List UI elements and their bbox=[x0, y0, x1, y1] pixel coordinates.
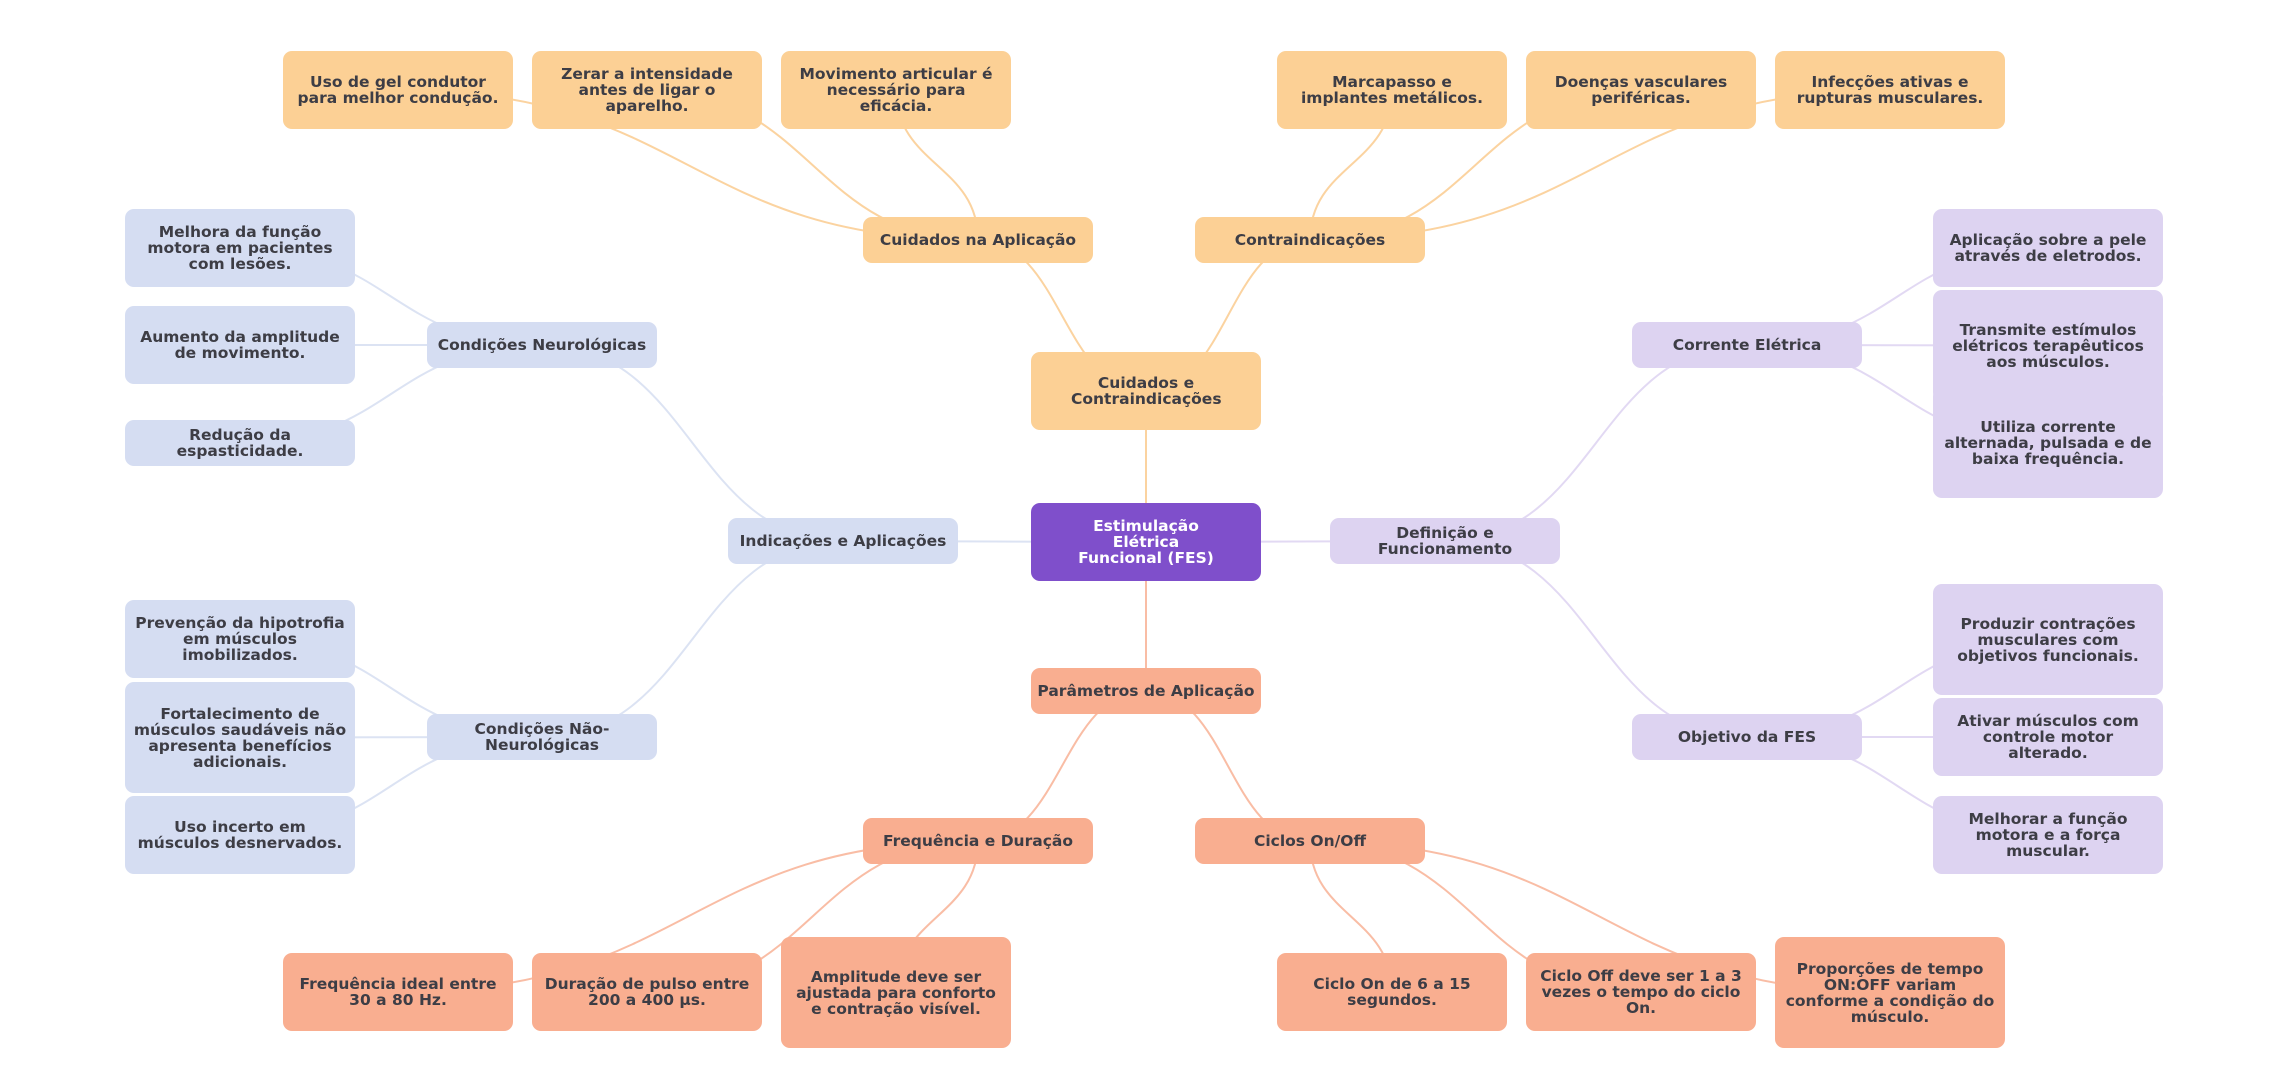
leaf-node[interactable]: Proporções de tempo ON:OFF variam confor… bbox=[1775, 937, 2005, 1048]
leaf-label: Frequência ideal entre 30 a 80 Hz. bbox=[299, 975, 497, 1009]
sub-node-contraindications[interactable]: Contraindicações bbox=[1195, 217, 1425, 263]
leaf-label: Uso incerto em músculos desnervados. bbox=[137, 818, 343, 852]
leaf-node[interactable]: Infecções ativas e rupturas musculares. bbox=[1775, 51, 2005, 129]
leaf-label: Ciclo On de 6 a 15 segundos. bbox=[1313, 975, 1471, 1009]
root-node[interactable]: Estimulação Elétrica Funcional (FES) bbox=[1031, 503, 1261, 581]
branch-node-definition[interactable]: Definição e Funcionamento bbox=[1330, 518, 1560, 564]
sub-label: Frequência e Duração bbox=[883, 832, 1073, 850]
leaf-label: Fortalecimento de músculos saudáveis não… bbox=[133, 704, 347, 771]
leaf-node[interactable]: Prevenção da hipotrofia em músculos imob… bbox=[125, 600, 355, 678]
sub-label: Cuidados na Aplicação bbox=[879, 231, 1077, 249]
leaf-label: Ciclo Off deve ser 1 a 3 vezes o tempo d… bbox=[1540, 967, 1742, 1017]
sub-label: Objetivo da FES bbox=[1677, 728, 1817, 746]
leaf-node[interactable]: Fortalecimento de músculos saudáveis não… bbox=[125, 682, 355, 793]
branch-node-indications[interactable]: Indicações e Aplicações bbox=[728, 518, 958, 564]
branch-label: Definição e Funcionamento bbox=[1377, 524, 1513, 558]
leaf-node[interactable]: Uso de gel condutor para melhor condução… bbox=[283, 51, 513, 129]
leaf-node[interactable]: Redução da espasticidade. bbox=[125, 420, 355, 466]
leaf-label: Doenças vasculares periféricas. bbox=[1554, 73, 1728, 107]
leaf-label: Aumento da amplitude de movimento. bbox=[140, 328, 340, 362]
leaf-label: Utiliza corrente alternada, pulsada e de… bbox=[1944, 417, 2152, 468]
leaf-node[interactable]: Marcapasso e implantes metálicos. bbox=[1277, 51, 1507, 129]
leaf-label: Prevenção da hipotrofia em músculos imob… bbox=[135, 614, 345, 664]
leaf-label: Melhorar a função motora e a força muscu… bbox=[1968, 810, 2128, 860]
sub-node-care-application[interactable]: Cuidados na Aplicação bbox=[863, 217, 1093, 263]
leaf-label: Marcapasso e implantes metálicos. bbox=[1300, 73, 1484, 107]
sub-label: Condições Neurológicas bbox=[437, 336, 647, 354]
leaf-node[interactable]: Movimento articular é necessário para ef… bbox=[781, 51, 1011, 129]
edge-def-sub bbox=[1444, 344, 1748, 542]
sub-node-fes-objective[interactable]: Objetivo da FES bbox=[1632, 714, 1862, 760]
leaf-label: Duração de pulso entre 200 a 400 µs. bbox=[544, 975, 750, 1009]
branch-label: Cuidados e Contraindicações bbox=[1071, 374, 1222, 408]
leaf-node[interactable]: Transmite estímulos elétricos terapêutic… bbox=[1933, 290, 2163, 401]
sub-node-on-off-cycles[interactable]: Ciclos On/Off bbox=[1195, 818, 1425, 864]
leaf-node[interactable]: Ciclo Off deve ser 1 a 3 vezes o tempo d… bbox=[1526, 953, 1756, 1031]
leaf-node[interactable]: Frequência ideal entre 30 a 80 Hz. bbox=[283, 953, 513, 1031]
leaf-label: Proporções de tempo ON:OFF variam confor… bbox=[1785, 959, 1995, 1026]
leaf-node[interactable]: Ativar músculos com controle motor alter… bbox=[1933, 698, 2163, 776]
leaf-node[interactable]: Amplitude deve ser ajustada para confort… bbox=[781, 937, 1011, 1048]
leaf-node[interactable]: Uso incerto em músculos desnervados. bbox=[125, 796, 355, 874]
sub-label: Ciclos On/Off bbox=[1253, 832, 1367, 850]
leaf-label: Melhora da função motora em pacientes co… bbox=[147, 223, 333, 273]
branch-label: Parâmetros de Aplicação bbox=[1037, 682, 1255, 700]
leaf-label: Aplicação sobre a pele através de eletro… bbox=[1949, 231, 2147, 265]
sub-label: Condições Não-Neurológicas bbox=[474, 720, 610, 754]
leaf-label: Zerar a intensidade antes de ligar o apa… bbox=[561, 65, 733, 115]
root-label: Estimulação Elétrica Funcional (FES) bbox=[1078, 517, 1214, 567]
sub-node-neurological[interactable]: Condições Neurológicas bbox=[427, 322, 657, 368]
leaf-node[interactable]: Aplicação sobre a pele através de eletro… bbox=[1933, 209, 2163, 287]
branch-node-parameters[interactable]: Parâmetros de Aplicação bbox=[1031, 668, 1261, 714]
leaf-label: Redução da espasticidade. bbox=[176, 426, 304, 460]
leaf-label: Infecções ativas e rupturas musculares. bbox=[1796, 73, 1984, 107]
sub-node-electric-current[interactable]: Corrente Elétrica bbox=[1632, 322, 1862, 368]
leaf-label: Transmite estímulos elétricos terapêutic… bbox=[1952, 320, 2144, 371]
sub-node-frequency-duration[interactable]: Frequência e Duração bbox=[863, 818, 1093, 864]
edge-ind-sub bbox=[541, 540, 844, 738]
edge-ind-sub bbox=[541, 344, 844, 542]
sub-label: Contraindicações bbox=[1234, 231, 1386, 249]
branch-label: Indicações e Aplicações bbox=[739, 532, 947, 550]
leaf-node[interactable]: Ciclo On de 6 a 15 segundos. bbox=[1277, 953, 1507, 1031]
leaf-label: Produzir contrações musculares com objet… bbox=[1957, 614, 2139, 665]
leaf-label: Uso de gel condutor para melhor condução… bbox=[297, 73, 499, 107]
leaf-label: Movimento articular é necessário para ef… bbox=[799, 65, 993, 115]
leaf-label: Ativar músculos com controle motor alter… bbox=[1957, 712, 2139, 762]
leaf-node[interactable]: Melhorar a função motora e a força muscu… bbox=[1933, 796, 2163, 874]
leaf-node[interactable]: Zerar a intensidade antes de ligar o apa… bbox=[532, 51, 762, 129]
leaf-node[interactable]: Produzir contrações musculares com objet… bbox=[1933, 584, 2163, 695]
branch-node-care[interactable]: Cuidados e Contraindicações bbox=[1031, 352, 1261, 430]
leaf-node[interactable]: Aumento da amplitude de movimento. bbox=[125, 306, 355, 384]
leaf-node[interactable]: Melhora da função motora em pacientes co… bbox=[125, 209, 355, 287]
leaf-label: Amplitude deve ser ajustada para confort… bbox=[796, 967, 996, 1018]
leaf-node[interactable]: Utiliza corrente alternada, pulsada e de… bbox=[1933, 387, 2163, 498]
sub-node-non-neurological[interactable]: Condições Não-Neurológicas bbox=[427, 714, 657, 760]
sub-label: Corrente Elétrica bbox=[1672, 336, 1822, 354]
leaf-node[interactable]: Duração de pulso entre 200 a 400 µs. bbox=[532, 953, 762, 1031]
edge-def-sub bbox=[1444, 540, 1748, 738]
leaf-node[interactable]: Doenças vasculares periféricas. bbox=[1526, 51, 1756, 129]
